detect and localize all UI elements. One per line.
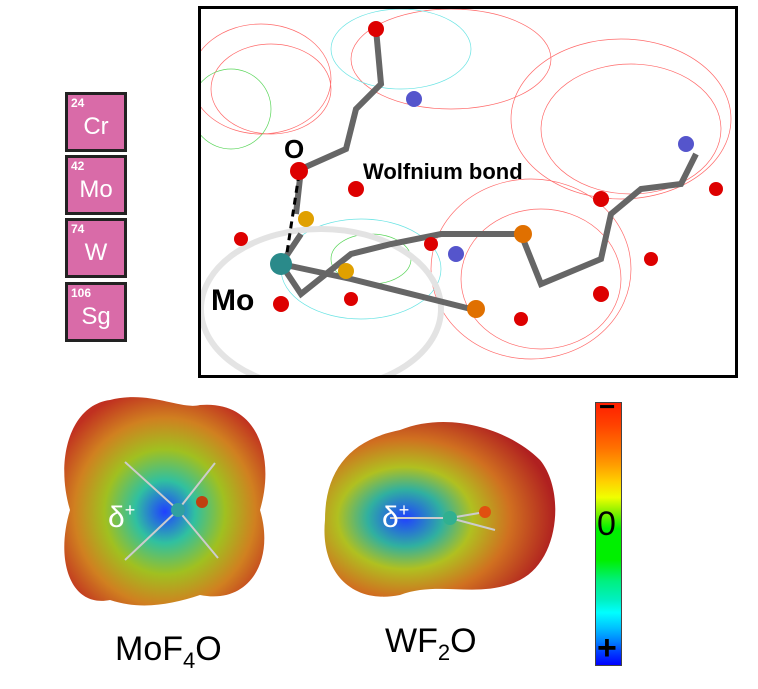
delta-plus-wf2o: δ+ [382, 500, 409, 535]
atomic-number: 106 [71, 286, 92, 300]
formula-part: MoF [115, 630, 183, 668]
element-symbol: Sg [81, 303, 111, 330]
colorbar-zero: 0 [597, 505, 616, 543]
element-symbol: Cr [83, 113, 109, 140]
delta-sup: + [124, 500, 136, 520]
wf2o-surface [324, 421, 556, 597]
mof4o-label: MoF4O [115, 630, 222, 674]
mof4o-surface [64, 397, 266, 606]
delta-sup: + [398, 500, 410, 520]
formula-sub: 2 [437, 639, 451, 665]
formula-sub: 4 [183, 647, 196, 673]
potential-colorbar: − 0 + [595, 391, 622, 667]
molecule-render [201, 9, 732, 375]
electrostatic-surfaces [64, 397, 556, 606]
delta-symbol: δ [108, 501, 125, 534]
wolfnium-bond-label: Wolfnium bond [363, 159, 523, 184]
formula-part: WF [385, 622, 438, 660]
colorbar-negative: − [599, 391, 616, 422]
colorbar-positive: + [597, 629, 617, 667]
element-symbol: W [84, 239, 108, 266]
atomic-number: 42 [71, 159, 85, 173]
element-symbol: Mo [79, 176, 113, 203]
atomic-number: 24 [71, 96, 85, 110]
oxygen-label: O [284, 134, 305, 164]
mo-label: Mo [211, 284, 255, 317]
protein-structure-panel: O Wolfnium bond Mo [198, 6, 738, 378]
wf2o-label: WF2O [385, 622, 477, 666]
atomic-number: 74 [71, 222, 85, 236]
delta-plus-mof4o: δ+ [108, 500, 135, 535]
delta-symbol: δ [382, 501, 399, 534]
formula-part: O [195, 630, 222, 668]
formula-part: O [450, 622, 477, 660]
